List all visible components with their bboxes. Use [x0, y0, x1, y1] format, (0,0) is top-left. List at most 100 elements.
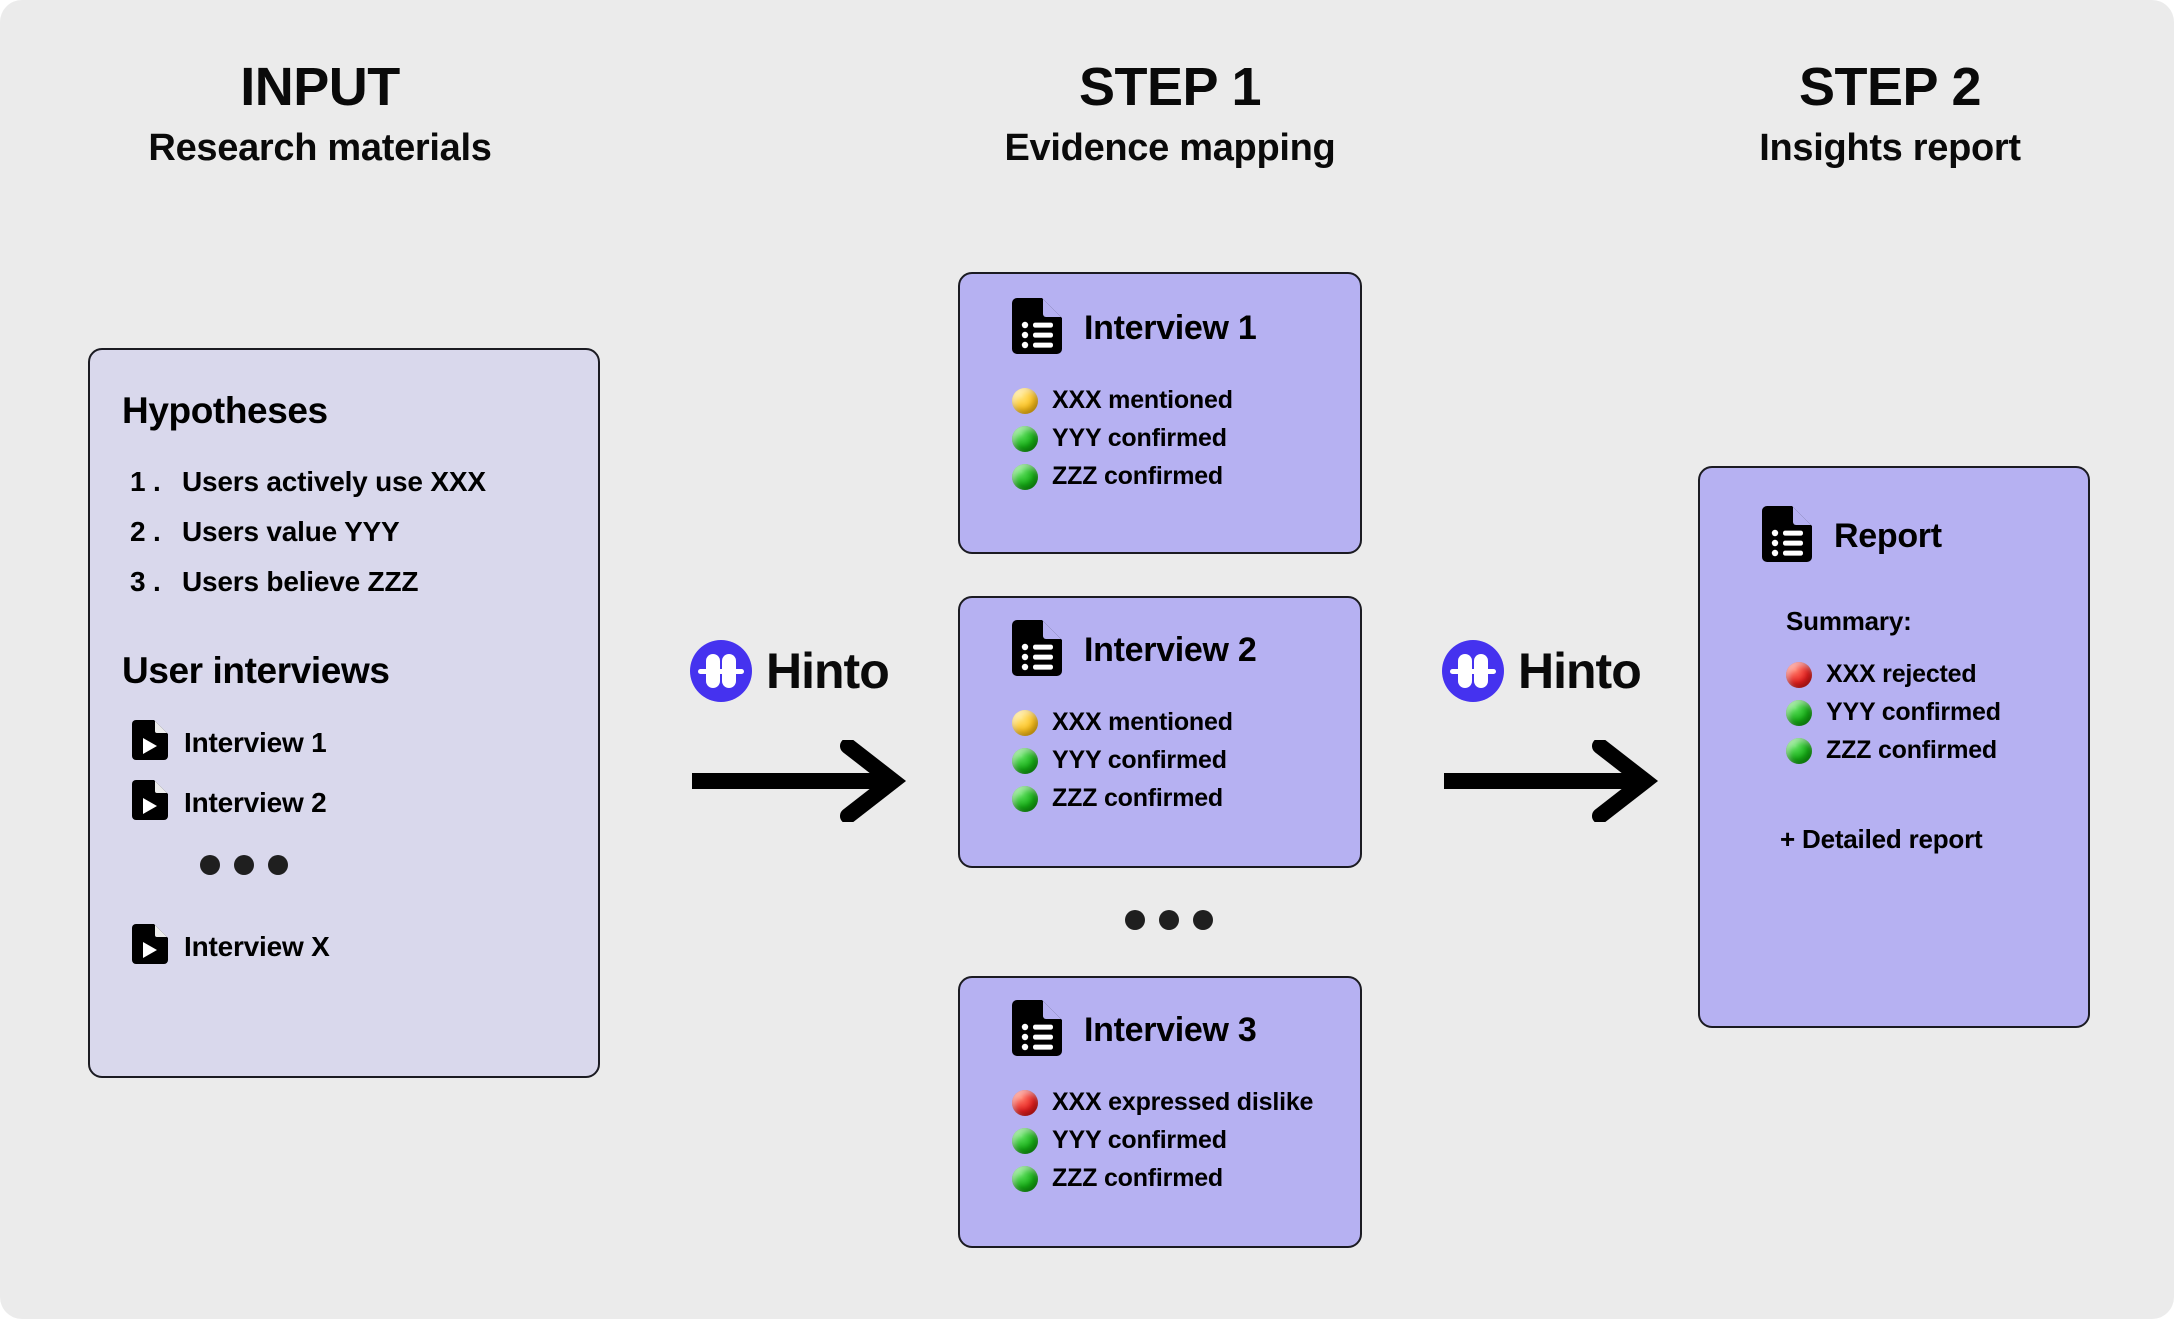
column-subtitle: Insights report — [1759, 127, 2021, 170]
finding-text: XXX mentioned — [1052, 386, 1233, 414]
evidence-card-interview-2: Interview 2 XXX mentioned YYY confirmed … — [958, 596, 1362, 868]
hinto-brand-1: Hinto — [690, 640, 890, 702]
hinto-dumbbell-logo — [1442, 640, 1504, 702]
ellipsis-dot — [268, 855, 288, 875]
research-materials-card: Hypotheses 1 . Users actively use XXX 2 .… — [88, 348, 600, 1078]
column-heading-step1: STEP 1 Evidence mapping — [890, 58, 1450, 169]
document-list-icon — [1012, 1000, 1062, 1061]
status-dot-green-icon — [1012, 1165, 1038, 1192]
hypothesis-number: 3 . — [130, 566, 161, 597]
evidence-findings-list: XXX expressed dislike YYY confirmed ZZZ … — [1012, 1088, 1313, 1202]
interview-list-item-label: Interview X — [184, 930, 330, 962]
finding-row: ZZZ confirmed — [1012, 1164, 1313, 1193]
ellipsis-dot — [200, 855, 220, 875]
interview-list-item-label: Interview 2 — [184, 786, 327, 818]
interview-list-item-x[interactable]: Interview X — [132, 924, 330, 969]
hinto-brand-label: Hinto — [766, 643, 890, 699]
report-card-title: Report — [1834, 517, 1942, 555]
hypothesis-text: Users value YYY — [182, 516, 400, 547]
column-heading-input: INPUT Research materials — [40, 58, 600, 169]
report-card-header: Report — [1762, 506, 1942, 567]
finding-text: YYY confirmed — [1052, 424, 1227, 452]
finding-row: XXX expressed dislike — [1012, 1088, 1313, 1117]
evidence-card-title: Interview 2 — [1084, 631, 1257, 669]
finding-row: YYY confirmed — [1012, 746, 1233, 775]
evidence-findings-list: XXX mentioned YYY confirmed ZZZ confirme… — [1012, 386, 1233, 500]
interview-list-item-2[interactable]: Interview 2 — [132, 780, 327, 825]
finding-text: XXX rejected — [1826, 660, 1977, 688]
status-dot-green-icon — [1012, 1127, 1038, 1154]
column-subtitle: Evidence mapping — [1004, 127, 1336, 170]
hypothesis-item-2: 2 . Users value YYY — [130, 516, 400, 548]
evidence-ellipsis — [1125, 910, 1213, 930]
finding-text: YYY confirmed — [1052, 1126, 1227, 1154]
finding-text: XXX mentioned — [1052, 708, 1233, 736]
status-dot-green-icon — [1786, 737, 1812, 764]
document-list-icon — [1012, 620, 1062, 681]
user-interviews-heading: User interviews — [122, 650, 390, 691]
finding-text: XXX expressed dislike — [1052, 1088, 1314, 1116]
evidence-card-header: Interview 3 — [1012, 1000, 1257, 1061]
hinto-brand-2: Hinto — [1442, 640, 1642, 702]
document-list-icon — [1762, 506, 1812, 567]
insights-report-card: Report Summary: XXX rejected YYY confirm… — [1698, 466, 2090, 1028]
finding-row: XXX mentioned — [1012, 386, 1233, 415]
ellipsis-dot — [234, 855, 254, 875]
finding-text: ZZZ confirmed — [1052, 1164, 1224, 1192]
evidence-findings-list: XXX mentioned YYY confirmed ZZZ confirme… — [1012, 708, 1233, 822]
column-heading-step2: STEP 2 Insights report — [1610, 58, 2170, 169]
finding-row: ZZZ confirmed — [1786, 736, 2001, 765]
document-list-icon — [1012, 298, 1062, 359]
evidence-card-title: Interview 1 — [1084, 309, 1257, 347]
status-dot-yellow-icon — [1012, 387, 1038, 414]
finding-row: YYY confirmed — [1012, 1126, 1313, 1155]
finding-row: YYY confirmed — [1012, 424, 1233, 453]
hypothesis-text: Users actively use XXX — [182, 466, 486, 497]
video-file-icon — [132, 720, 168, 765]
right-arrow-icon-2 — [1440, 738, 1660, 827]
status-dot-yellow-icon — [1012, 709, 1038, 736]
ellipsis-dot — [1125, 910, 1145, 930]
hypothesis-item-1: 1 . Users actively use XXX — [130, 466, 486, 498]
status-dot-green-icon — [1012, 463, 1038, 490]
status-dot-red-icon — [1012, 1089, 1038, 1116]
column-title: STEP 1 — [1078, 57, 1262, 117]
hypotheses-heading: Hypotheses — [122, 390, 328, 431]
interview-list-item-1[interactable]: Interview 1 — [132, 720, 327, 765]
finding-text: ZZZ confirmed — [1052, 784, 1224, 812]
column-title: INPUT — [240, 57, 400, 117]
evidence-card-interview-1: Interview 1 XXX mentioned YYY confirmed … — [958, 272, 1362, 554]
finding-text: ZZZ confirmed — [1052, 462, 1224, 490]
evidence-card-title: Interview 3 — [1084, 1011, 1257, 1049]
finding-row: YYY confirmed — [1786, 698, 2001, 727]
finding-text: YYY confirmed — [1826, 698, 2001, 726]
evidence-card-interview-3: Interview 3 XXX expressed dislike YYY co… — [958, 976, 1362, 1248]
finding-text: YYY confirmed — [1052, 746, 1227, 774]
report-findings-list: XXX rejected YYY confirmed ZZZ confirmed — [1786, 660, 2001, 774]
evidence-card-header: Interview 2 — [1012, 620, 1257, 681]
finding-text: ZZZ confirmed — [1826, 736, 1998, 764]
hypothesis-item-3: 3 . Users believe ZZZ — [130, 566, 418, 598]
hinto-dumbbell-logo — [690, 640, 752, 702]
finding-row: ZZZ confirmed — [1012, 784, 1233, 813]
video-file-icon — [132, 924, 168, 969]
detailed-report-label: + Detailed report — [1780, 824, 1983, 854]
right-arrow-icon-1 — [688, 738, 908, 827]
video-file-icon — [132, 780, 168, 825]
summary-label: Summary: — [1786, 606, 1912, 636]
ellipsis-dot — [1193, 910, 1213, 930]
evidence-card-header: Interview 1 — [1012, 298, 1257, 359]
column-title: STEP 2 — [1798, 57, 1982, 117]
finding-row: XXX mentioned — [1012, 708, 1233, 737]
status-dot-green-icon — [1012, 425, 1038, 452]
input-ellipsis — [200, 855, 288, 875]
hypothesis-number: 1 . — [130, 466, 161, 497]
hypothesis-number: 2 . — [130, 516, 161, 547]
interview-list-item-label: Interview 1 — [184, 726, 327, 758]
ellipsis-dot — [1159, 910, 1179, 930]
status-dot-red-icon — [1786, 661, 1812, 688]
column-subtitle: Research materials — [148, 127, 492, 170]
hypothesis-text: Users believe ZZZ — [182, 566, 419, 597]
finding-row: XXX rejected — [1786, 660, 2001, 689]
